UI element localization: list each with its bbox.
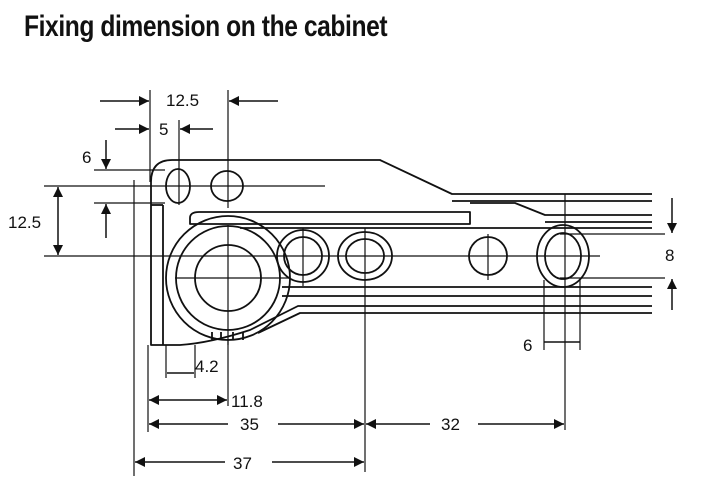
label-32: 32 [441,415,460,434]
label-37: 37 [233,454,252,473]
diagram-title: Fixing dimension on the cabinet [24,10,388,43]
label-6-left: 6 [82,148,91,167]
large-hole-bottom-tab [211,332,244,340]
label-8: 8 [665,246,674,265]
arm-step-top [470,202,652,216]
label-6-bottom: 6 [523,336,532,355]
label-12-5-left: 12.5 [8,213,41,232]
label-35: 35 [240,415,259,434]
dimension-labels: 12.5 5 6 12.5 8 6 4.2 11.8 35 32 37 [8,91,674,473]
inner-slot [189,211,471,225]
plate-outline [150,159,652,346]
label-12-5-top: 12.5 [166,91,199,110]
hinge-plate [150,159,652,346]
arm-bottom-curve-inner [257,312,652,334]
label-4-2: 4.2 [195,357,219,376]
extension-lines [44,90,665,476]
label-11-8: 11.8 [231,392,263,411]
label-5: 5 [159,120,168,139]
dimension-arrows [53,96,677,467]
